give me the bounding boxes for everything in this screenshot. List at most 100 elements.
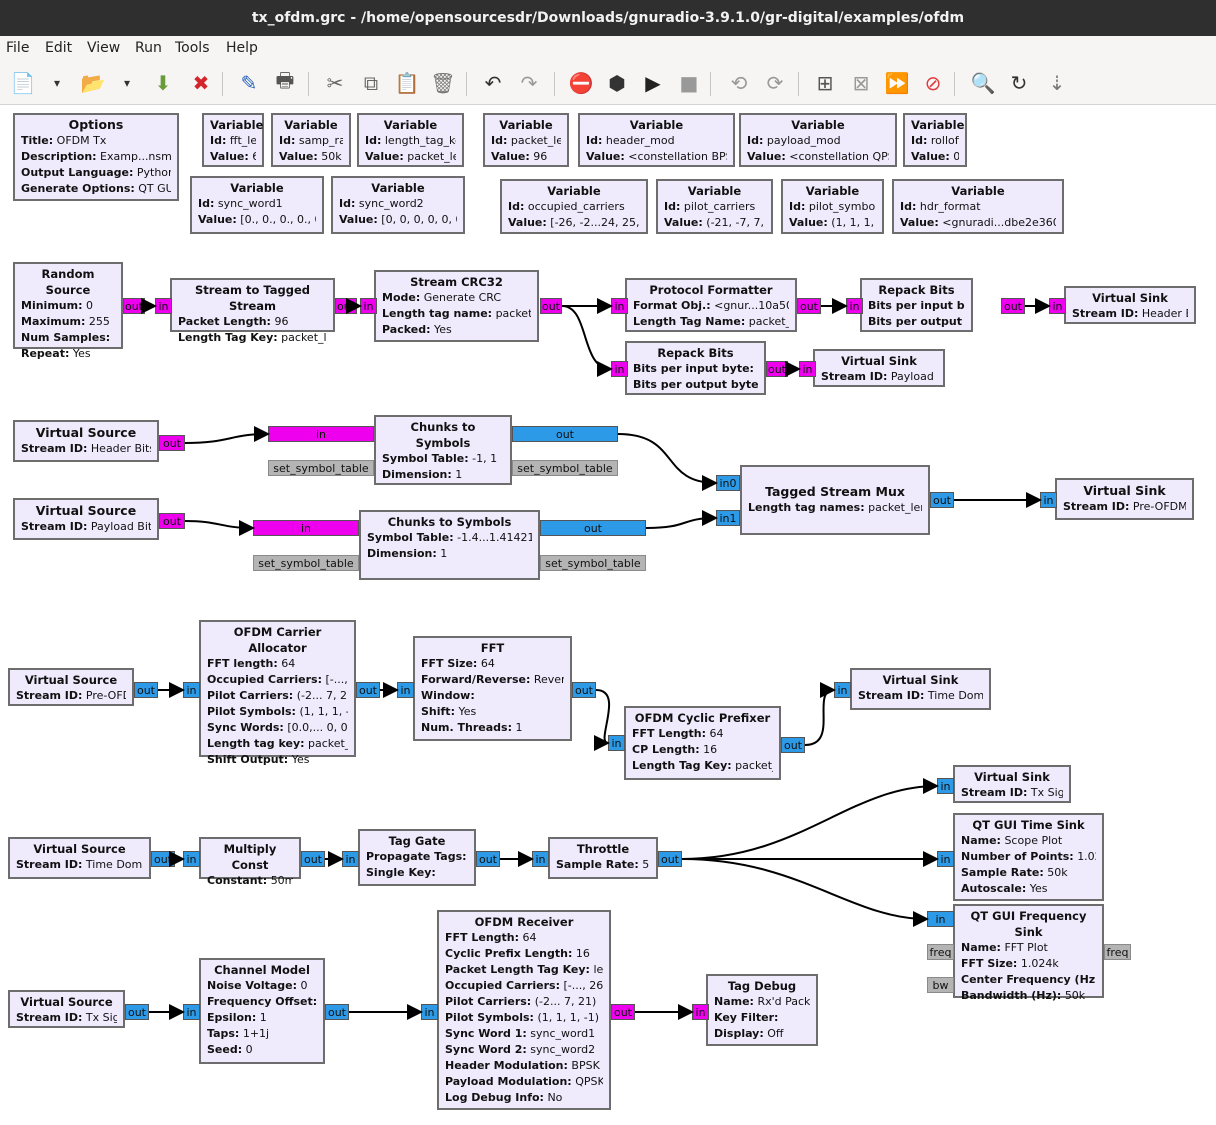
undo-button[interactable]: ↶: [478, 68, 508, 98]
port-freq[interactable]: freq: [1104, 944, 1131, 960]
port-in[interactable]: in: [846, 298, 863, 314]
port-in[interactable]: in: [268, 426, 374, 442]
port-out[interactable]: out: [125, 1004, 149, 1020]
port-set-symbol-table[interactable]: set_symbol_table: [512, 460, 618, 476]
refresh-button[interactable]: ↻: [1004, 68, 1034, 98]
port-in[interactable]: in: [360, 298, 377, 314]
cut-button[interactable]: ✂: [320, 68, 350, 98]
port-set-symbol-table[interactable]: set_symbol_table: [540, 555, 646, 571]
port-in[interactable]: in: [421, 1004, 438, 1020]
new-dropdown-button[interactable]: ▾: [42, 68, 72, 98]
port-out[interactable]: out: [781, 737, 805, 753]
port-out[interactable]: out: [797, 298, 821, 314]
hierarchy-delete-button[interactable]: ⊠: [846, 68, 876, 98]
new-button[interactable]: 📄: [8, 68, 38, 98]
print-button[interactable]: 🖶: [270, 68, 300, 98]
close-button[interactable]: ✖: [186, 68, 216, 98]
save-button[interactable]: ⬇: [148, 68, 178, 98]
menu-view[interactable]: View: [87, 40, 121, 56]
open-dropdown-button[interactable]: ▾: [112, 68, 142, 98]
kill-button[interactable]: ⊘: [918, 68, 948, 98]
port-out[interactable]: out: [356, 682, 380, 698]
port-out[interactable]: out: [335, 298, 357, 314]
paste-button[interactable]: 📋: [392, 68, 422, 98]
port-set-symbol-table[interactable]: set_symbol_table: [253, 555, 359, 571]
port-in[interactable]: in: [692, 1004, 709, 1020]
menu-tools[interactable]: Tools: [175, 40, 210, 56]
port-in[interactable]: in: [183, 851, 200, 867]
menu-run[interactable]: Run: [135, 40, 162, 56]
rotate-button[interactable]: ⟳: [760, 68, 790, 98]
port-out[interactable]: out: [123, 298, 145, 314]
copy-button[interactable]: ⧉: [356, 68, 386, 98]
port-freq[interactable]: freq: [927, 944, 954, 960]
port-out[interactable]: out: [512, 426, 618, 442]
menu-help[interactable]: Help: [226, 40, 258, 56]
port-button[interactable]: ⇣: [1042, 68, 1072, 98]
port-out[interactable]: out: [159, 435, 185, 451]
generate-button[interactable]: ⬢: [602, 68, 632, 98]
port-in[interactable]: in: [937, 778, 954, 794]
port-in[interactable]: in: [253, 520, 359, 536]
hierarchy-button[interactable]: ⊞: [810, 68, 840, 98]
port-out[interactable]: out: [325, 1004, 349, 1020]
port-in[interactable]: in: [1049, 298, 1066, 314]
port-in[interactable]: in: [1040, 492, 1057, 508]
port-out[interactable]: out: [658, 851, 682, 867]
port-out[interactable]: out: [151, 851, 175, 867]
port-in[interactable]: in: [397, 682, 414, 698]
port-in[interactable]: in: [342, 851, 359, 867]
port-in[interactable]: in: [532, 851, 549, 867]
port-in[interactable]: in: [927, 911, 954, 927]
port-in[interactable]: in: [799, 361, 816, 377]
port-out[interactable]: out: [540, 298, 562, 314]
disable-button[interactable]: ⛔: [566, 68, 596, 98]
find-button[interactable]: 🔍: [968, 68, 998, 98]
menu-edit[interactable]: Edit: [45, 40, 73, 56]
edit-button[interactable]: ✎: [234, 68, 264, 98]
port-in[interactable]: in: [834, 682, 851, 698]
port-in[interactable]: in: [183, 682, 200, 698]
stop-button[interactable]: ■: [674, 68, 704, 98]
port-out[interactable]: out: [301, 851, 325, 867]
port-out[interactable]: out: [766, 361, 788, 377]
port-in[interactable]: in: [611, 361, 628, 377]
port-in1[interactable]: in1: [716, 510, 740, 526]
port-in[interactable]: in: [183, 1004, 200, 1020]
port-out[interactable]: out: [611, 1004, 635, 1020]
